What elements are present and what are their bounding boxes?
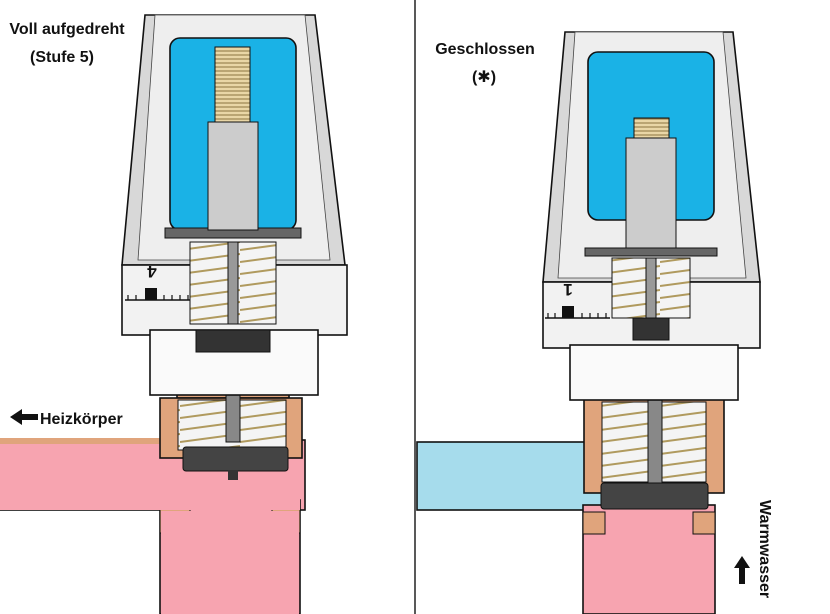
left-outlet-label: Heizkörper — [40, 411, 123, 428]
right-title-line1: Geschlossen — [435, 41, 535, 58]
left-outlet-arrow-icon — [10, 409, 38, 425]
left-dial-number: 4 — [147, 262, 157, 281]
left-thermostat-head: 4 — [121, 14, 348, 396]
right-inlet-arrow-icon — [734, 556, 750, 584]
right-title-line2: (✱) — [472, 69, 496, 86]
right-cold-pipe — [416, 397, 606, 511]
right-panel: 1 Geschlossen (✱) Warmwasser — [416, 31, 773, 614]
right-thermostat-head: 1 — [542, 31, 761, 401]
left-title-line1: Voll aufgedreht — [9, 21, 125, 38]
left-title-line2: (Stufe 5) — [30, 49, 94, 66]
right-inlet-label: Warmwasser — [756, 500, 773, 598]
left-panel: 4 Voll aufgedreht (Stufe 5) Heizkörper — [0, 14, 348, 614]
right-hot-pipe — [582, 504, 716, 614]
right-dial-number: 1 — [563, 280, 572, 299]
